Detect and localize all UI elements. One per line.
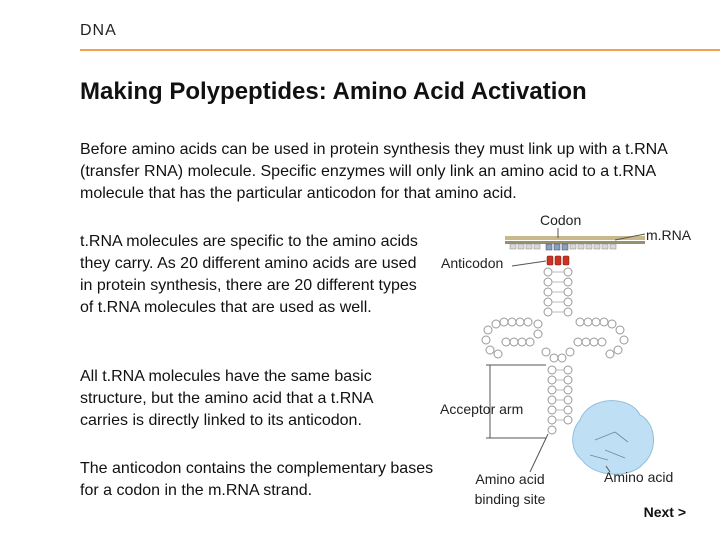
page-title: Making Polypeptides: Amino Acid Activati…	[80, 78, 587, 105]
paragraph-basic-structure: All t.RNA molecules have the same basic …	[80, 368, 373, 429]
anticodon	[546, 255, 570, 266]
codon-label: Codon	[540, 212, 582, 228]
trna-diagram	[481, 228, 655, 475]
paragraph-anticodon: The anticodon contains the complementary…	[80, 460, 434, 499]
next-button[interactable]: Next >	[643, 504, 686, 520]
amino-acid-label: Amino acid	[604, 469, 674, 485]
header-divider	[80, 49, 720, 51]
codon	[545, 243, 569, 251]
binding-site-label: Amino acid binding site	[474, 471, 546, 507]
anticodon-label: Anticodon	[441, 255, 504, 271]
mrna-label: m.RNA	[646, 227, 692, 243]
acceptor-arm-label: Acceptor arm	[440, 401, 524, 417]
intro-paragraph: Before amino acids can be used in protei…	[80, 141, 667, 202]
mrna-strand	[505, 236, 645, 251]
amino-acid-molecule	[572, 400, 655, 475]
paragraph-trna-specific: t.RNA molecules are specific to the amin…	[80, 233, 418, 316]
section-label: DNA	[80, 22, 117, 39]
